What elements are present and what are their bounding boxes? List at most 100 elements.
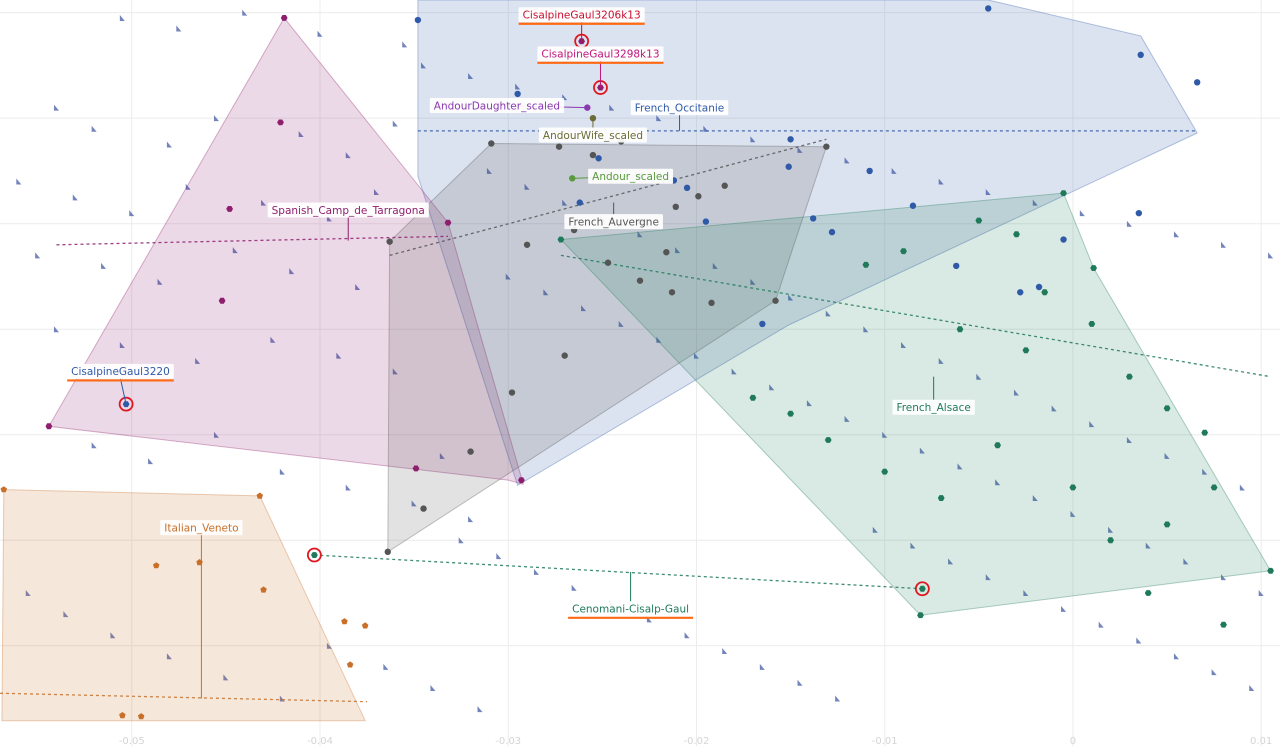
label-box	[429, 98, 565, 114]
background-point	[1221, 241, 1227, 248]
background-point	[289, 268, 295, 275]
background-point	[1098, 621, 1104, 628]
point-french_alsace	[881, 468, 889, 475]
point-french_occitanie	[702, 218, 710, 225]
point-french_auvergne	[708, 299, 715, 307]
background-point	[505, 273, 511, 280]
background-point	[562, 199, 568, 206]
label-cenomani-cisalp-gaul: Cenomani-Cisalp-Gaul	[568, 571, 694, 619]
point-spanish_camp_de_tarragona	[45, 423, 53, 430]
point-french_auvergne	[636, 277, 644, 284]
background-point	[477, 706, 483, 713]
background-point	[684, 632, 690, 639]
background-point	[656, 115, 662, 122]
point-french_auvergne	[488, 140, 495, 147]
background-point	[1239, 484, 1245, 491]
point-french_auvergne	[663, 248, 670, 256]
hull-italian_veneto	[1, 489, 366, 722]
label-box	[267, 202, 429, 218]
background-point	[1089, 421, 1095, 428]
background-point	[731, 368, 737, 375]
point-french_auvergne	[508, 389, 516, 396]
point-french_auvergne	[604, 259, 612, 266]
background-point	[458, 537, 464, 544]
point-french_alsace	[1210, 484, 1218, 491]
background-point	[279, 468, 285, 475]
background-point	[148, 458, 154, 465]
point-italian_veneto	[361, 622, 369, 629]
point-french_occitanie	[514, 90, 521, 98]
background-point	[769, 384, 775, 391]
point-spanish_camp_de_tarragona	[226, 206, 233, 212]
point-french_alsace	[975, 217, 983, 224]
background-point	[938, 178, 944, 185]
background-point	[336, 352, 342, 359]
background-point	[543, 289, 549, 296]
background-point	[901, 342, 907, 349]
point-french_alsace	[937, 495, 945, 501]
background-point	[788, 294, 794, 301]
point-french_occitanie	[759, 320, 766, 328]
background-point	[298, 131, 304, 138]
background-point	[1126, 220, 1132, 227]
background-point	[270, 336, 276, 343]
background-point	[345, 484, 351, 491]
background-point	[1070, 510, 1076, 517]
label-text: French_Alsace	[896, 402, 970, 414]
background-point	[1173, 231, 1179, 238]
background-point	[1221, 574, 1227, 581]
background-point	[1126, 437, 1132, 444]
background-point	[1023, 590, 1029, 597]
background-point	[35, 252, 41, 259]
background-point	[712, 262, 718, 269]
background-point	[317, 30, 323, 37]
point-french_alsace	[1090, 265, 1097, 271]
label-french_occitanie: French_Occitanie	[630, 100, 729, 131]
background-point	[63, 611, 69, 618]
label-french_alsace: French_Alsace	[892, 376, 975, 415]
background-point	[383, 663, 389, 670]
background-point	[835, 695, 841, 702]
label-box	[588, 168, 674, 184]
background-point	[392, 120, 398, 127]
point-french_alsace	[1220, 621, 1227, 628]
trend-lines	[0, 130, 1271, 703]
background-point	[844, 157, 850, 164]
point-french_alsace	[1041, 289, 1049, 296]
point-french_alsace	[824, 437, 832, 443]
point-french_occitanie	[1035, 283, 1043, 291]
background-point	[1136, 637, 1142, 644]
point-french_occitanie	[576, 199, 583, 206]
label-box	[537, 46, 664, 62]
background-point	[618, 320, 624, 327]
point-french_occitanie	[683, 184, 691, 192]
background-point	[656, 336, 662, 343]
point-spanish_camp_de_tarragona	[444, 219, 452, 226]
background-point	[53, 326, 59, 333]
label-andour_scaled: Andour_scaled	[572, 168, 674, 184]
background-point	[1258, 590, 1264, 597]
point-french_occitanie	[1060, 236, 1067, 243]
background-point	[1183, 558, 1189, 565]
label-box	[630, 100, 729, 116]
label-connector	[119, 378, 127, 405]
label-text: Italian_Veneto	[164, 522, 238, 534]
background-point	[985, 574, 991, 581]
background-point	[882, 431, 888, 438]
background-point	[1173, 653, 1179, 660]
point-french_occitanie	[953, 262, 960, 270]
label-text: CisalpineGaul3298k13	[541, 49, 659, 61]
background-point	[524, 183, 530, 190]
highlight-ring	[306, 547, 322, 563]
hull-french_auvergne	[387, 142, 828, 553]
point-french_alsace	[1163, 405, 1171, 412]
point-french_occitanie	[595, 155, 602, 162]
point-french_auvergne	[668, 289, 676, 296]
trend-line-spanish_camp_de_tarragona	[56, 235, 449, 246]
point-french_alsace	[862, 261, 870, 268]
background-point	[750, 136, 756, 143]
point-french_auvergne	[695, 193, 702, 200]
background-point	[976, 373, 982, 380]
background-point	[129, 210, 135, 217]
label-cisalpinegaul3206k13: CisalpineGaul3206k13	[518, 7, 645, 42]
